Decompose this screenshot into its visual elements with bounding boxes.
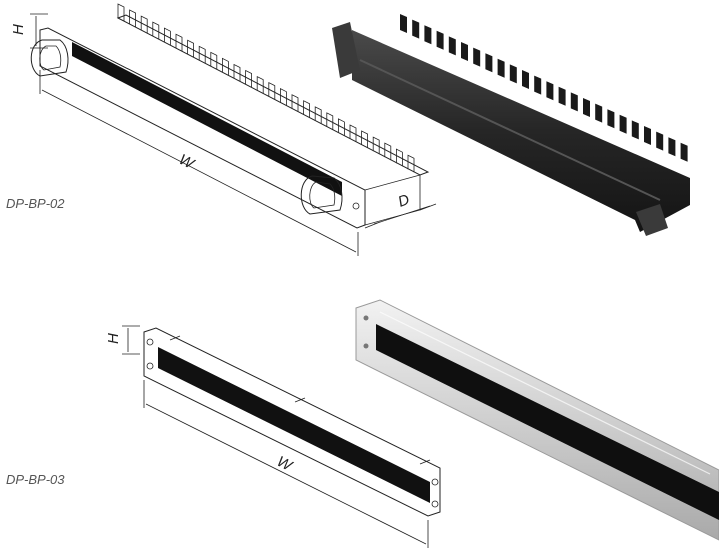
width-dim-label: W — [176, 151, 198, 173]
photo-brush-strip — [376, 324, 719, 520]
mount-hole-bottom-left — [146, 362, 154, 370]
photo-comb-tooth — [534, 75, 542, 95]
tray-side — [364, 174, 421, 226]
photo-comb-tooth — [619, 114, 627, 134]
photo-comb-tooth — [656, 131, 664, 151]
photo-edge-highlight — [359, 59, 661, 201]
photo-comb-tooth — [509, 64, 517, 84]
photo-comb-tooth — [607, 109, 615, 129]
height-dimension-line — [30, 13, 48, 49]
left-handle-inner — [39, 45, 62, 71]
rear-rail — [116, 14, 430, 176]
left-handle — [30, 39, 69, 77]
photo-comb-tooth — [448, 36, 456, 56]
width-dimension-line — [143, 380, 429, 548]
model-label-dp-bp-03: DP-BP-03 — [6, 472, 65, 487]
line-drawing-dp-bp-02: H W D — [10, 3, 437, 256]
right-handle-inner — [309, 181, 336, 209]
photo-comb-tooth — [473, 47, 481, 67]
brush-strip — [158, 347, 430, 503]
depth-dimension-line — [364, 203, 437, 229]
photo-comb-tooth — [400, 14, 407, 33]
mount-hole-top-right — [431, 478, 439, 486]
photo-comb-tooth — [558, 86, 566, 106]
photo-comb-tooth — [583, 98, 590, 117]
photo-left-bracket — [332, 22, 360, 78]
photo-panel-body — [352, 30, 690, 232]
mount-hole-top-left — [146, 338, 154, 346]
photo-comb-tooth — [595, 103, 603, 123]
photo-comb-tooth — [522, 70, 529, 89]
width-dim-label: W — [274, 453, 296, 475]
height-dim-label: H — [10, 24, 27, 35]
photo-comb-tooth — [461, 42, 468, 61]
photo-hole-top — [363, 315, 369, 321]
photo-right-bracket — [636, 204, 668, 236]
mount-hole-bottom-right — [431, 500, 439, 508]
photo-comb-tooth — [644, 126, 651, 145]
model-label-dp-bp-02: DP-BP-02 — [6, 196, 65, 211]
photo-comb-teeth — [400, 14, 688, 162]
width-dimension-line — [39, 70, 359, 256]
photo-comb-tooth — [485, 53, 493, 73]
photo-comb-tooth — [680, 142, 688, 162]
photo-comb-tooth — [668, 137, 676, 157]
brush-strip — [72, 42, 342, 196]
photo-edge-highlight — [379, 311, 711, 475]
photo-dp-bp-02 — [332, 14, 690, 236]
photo-comb-tooth — [436, 30, 444, 50]
photo-comb-tooth — [570, 92, 578, 112]
photo-hole-bottom — [363, 343, 369, 349]
photo-comb-tooth — [497, 58, 505, 78]
mount-hole — [352, 202, 360, 210]
photo-comb-tooth — [631, 120, 639, 140]
comb-tooth — [117, 3, 125, 21]
height-dimension-line — [122, 325, 140, 355]
product-dp-bp-02: DP-BP-02 H W — [6, 3, 690, 256]
blank-panel — [143, 327, 441, 517]
photo-comb-tooth — [546, 81, 554, 101]
product-dp-bp-03: DP-BP-03 H W — [6, 299, 719, 548]
photo-comb-tooth — [412, 19, 420, 39]
photo-dp-bp-03 — [355, 299, 719, 541]
panel-lip-marks — [169, 335, 431, 465]
depth-dim-label: D — [396, 191, 412, 211]
height-dim-label: H — [105, 333, 122, 344]
photo-comb-tooth — [424, 25, 432, 45]
right-handle — [300, 175, 343, 215]
